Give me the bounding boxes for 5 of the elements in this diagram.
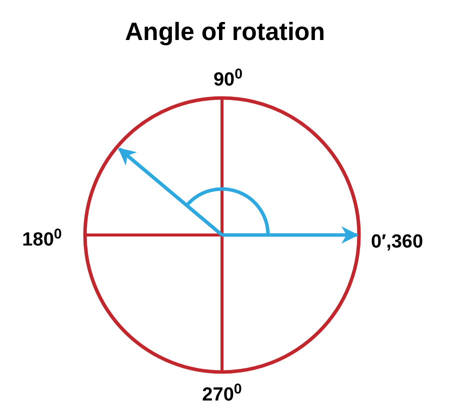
title: Angle of rotation <box>124 17 326 48</box>
angle-label: 90$^{0}$ <box>213 70 243 90</box>
angle-label: 180$^{0}$ <box>22 230 62 250</box>
angle-label: 270$^{0}$ <box>202 386 242 404</box>
angle-label: 0′,360 <box>370 232 424 252</box>
